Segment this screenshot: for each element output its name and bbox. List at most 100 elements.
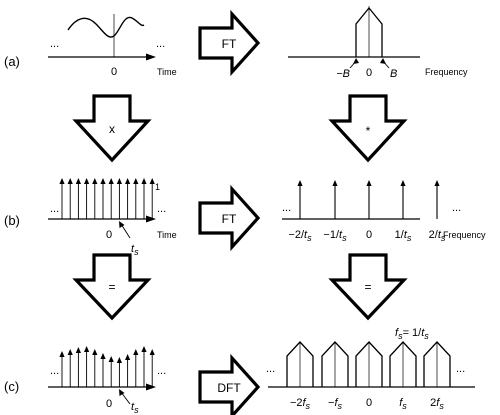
convolve-arrow: *: [328, 94, 408, 163]
sample-impulse-head: [108, 356, 114, 362]
ellipsis-left-b-right: ...: [282, 202, 291, 214]
ellipsis-left-c: ...: [50, 365, 59, 377]
spacing-pointer-head-c: [119, 389, 125, 396]
ellipsis-right-b: ...: [157, 203, 166, 215]
spacing-pointer-b: [120, 223, 131, 239]
impulse-head: [116, 178, 122, 184]
ft-arrow-a: FT: [198, 9, 261, 77]
time-axis-arrowhead-a: [146, 53, 156, 61]
ellipsis-left-c-right: ...: [266, 363, 275, 375]
sample-impulse-head: [100, 353, 106, 359]
panel-b-spectrum: ... ... −2/ts −1/ts 0 1/ts 2/ts Frequency: [282, 180, 486, 243]
equals-arrow-left-label: =: [108, 280, 115, 294]
ellipsis-left-a: ...: [50, 38, 59, 50]
ft-arrow-a-label: FT: [222, 37, 237, 51]
spacing-label-b: ts: [131, 243, 139, 257]
ellipsis-left-b: ...: [50, 203, 59, 215]
freq-tick-label: 0: [366, 229, 372, 241]
time-axis-label-a: Time: [157, 67, 177, 77]
sample-impulse-head: [84, 346, 90, 352]
freq-axis-label-b: Frequency: [443, 230, 486, 240]
impulse-head: [67, 178, 73, 184]
freq-tick-label: −1/ts: [323, 229, 347, 243]
impulse-height-label: 1: [155, 182, 160, 192]
neg-band-label: −B: [336, 68, 350, 80]
dft-arrow-c: DFT: [198, 353, 261, 415]
dft-arrow-c-label: DFT: [217, 381, 241, 395]
ft-arrow-b: FT: [198, 184, 261, 252]
freq-tick-label: 2/ts: [429, 229, 446, 243]
spectral-replicas-group: [286, 341, 451, 387]
sampling-rate-relation: fs= 1/ts: [395, 327, 429, 341]
spectral-impulse-head: [434, 180, 440, 186]
sample-impulse-head: [92, 349, 98, 355]
impulse-head: [125, 178, 131, 184]
spacing-pointer-head-b: [119, 221, 125, 228]
equals-arrow-right-label: =: [364, 280, 371, 294]
panel-c-sampled-signal: ... ... 0 ts: [48, 346, 166, 415]
sample-impulse-head: [59, 351, 65, 357]
origin-label-a-right: 0: [366, 67, 372, 79]
sample-impulse-head: [149, 349, 155, 355]
impulse-head: [59, 178, 65, 184]
freq-tick-label: 2fs: [430, 397, 444, 411]
signal-waveform: [67, 16, 145, 38]
impulse-head: [108, 178, 114, 184]
ellipsis-right-c: ...: [157, 365, 166, 377]
spectral-impulse-head: [366, 180, 372, 186]
spacing-label-c: ts: [131, 401, 139, 415]
ellipsis-right-a: ...: [156, 38, 165, 50]
impulse-head: [133, 178, 139, 184]
time-axis-arrowhead-c: [146, 383, 156, 391]
freq-tick-label: 1/ts: [395, 229, 412, 243]
multiply-arrow: x: [72, 94, 152, 163]
ellipsis-right-b-right: ...: [452, 202, 461, 214]
sampled-impulses-group: [59, 346, 155, 387]
spectral-impulse-head: [400, 180, 406, 186]
freq-tick-label: fs: [399, 397, 407, 411]
origin-label-b: 0: [106, 229, 112, 241]
panel-a-spectrum: −B 0 B Frequency: [288, 6, 468, 80]
time-axis-label-b: Time: [157, 230, 177, 240]
origin-label-a: 0: [111, 66, 117, 78]
freq-tick-label: 0: [366, 397, 372, 409]
impulse-head: [141, 178, 147, 184]
freq-tick-labels-c: −2fs −fs 0 fs 2fs: [290, 397, 444, 411]
ft-arrow-b-label: FT: [222, 212, 237, 226]
row-label-b: (b): [4, 213, 20, 228]
row-label-c: (c): [4, 379, 19, 394]
neg-band-pointer-head: [353, 58, 359, 64]
panel-b-impulse-train: ... ... 1 0 Time ts: [48, 178, 177, 257]
impulse-head: [92, 178, 98, 184]
impulse-head: [100, 178, 106, 184]
pos-band-label: B: [390, 68, 397, 80]
panel-c-periodic-spectrum: ... ... −2fs −fs 0 fs 2fs fs= 1/ts: [266, 327, 475, 411]
sample-impulse-head: [141, 346, 147, 352]
multiply-arrow-label: x: [109, 122, 115, 136]
sample-impulse-head: [116, 357, 122, 363]
panel-a-time-signal: ... ... 0 Time: [48, 14, 177, 78]
convolve-arrow-label: *: [366, 124, 371, 138]
sample-impulse-head: [133, 349, 139, 355]
origin-label-c: 0: [106, 398, 112, 410]
band-limited-spectrum: [355, 6, 383, 57]
freq-tick-labels-b: −2/ts −1/ts 0 1/ts 2/ts: [288, 229, 445, 243]
time-axis-arrowhead-b: [146, 215, 156, 223]
freq-tick-label: −2/ts: [288, 229, 312, 243]
freq-axis-label-a: Frequency: [425, 67, 468, 77]
impulse-head: [84, 178, 90, 184]
ellipsis-right-c-right: ...: [456, 363, 465, 375]
freq-tick-label: −fs: [328, 397, 343, 411]
impulse-head: [75, 178, 81, 184]
impulse-train-group: [59, 178, 155, 219]
equals-arrow-right: =: [328, 253, 408, 321]
row-label-a: (a): [4, 54, 20, 69]
sample-impulse-head: [67, 349, 73, 355]
equals-arrow-left: =: [72, 253, 152, 321]
spectral-impulse-head: [332, 180, 338, 186]
sample-impulse-head: [75, 347, 81, 353]
sample-impulse-head: [125, 354, 131, 360]
freq-tick-label: −2fs: [290, 397, 311, 411]
